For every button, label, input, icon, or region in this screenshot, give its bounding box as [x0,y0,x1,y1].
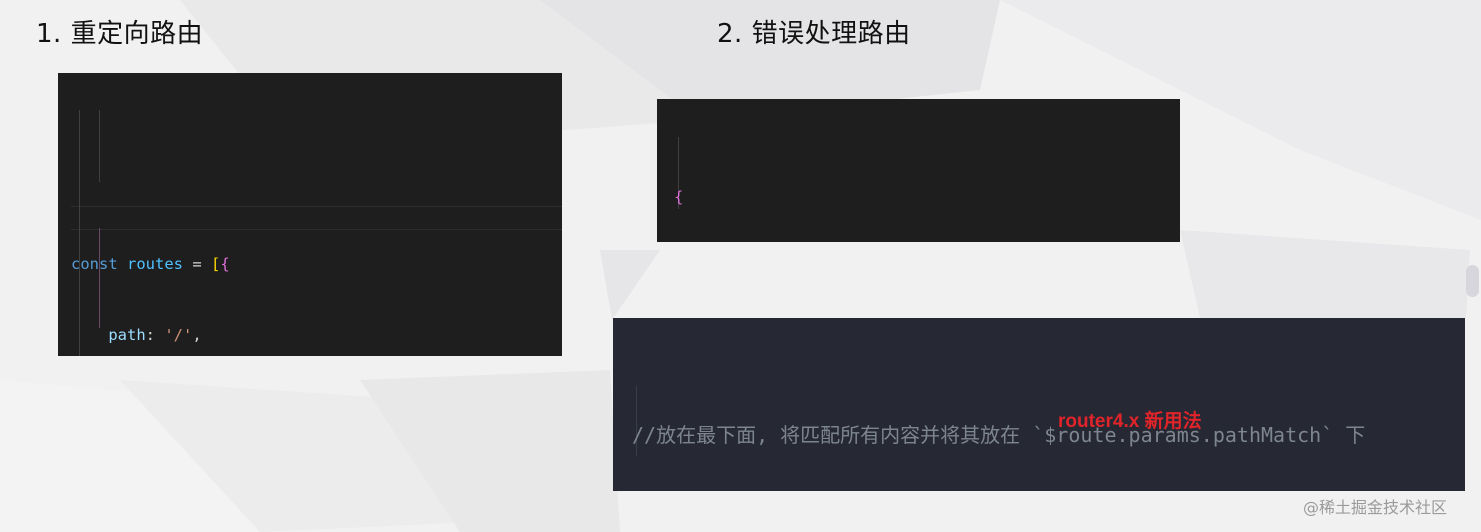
watermark: @稀土掘金技术社区 [1303,498,1448,517]
code-block-redirect-routes: const routes = [{ path: '/', redirect: '… [58,73,562,356]
indent-guide [79,110,80,356]
indent-guide [99,110,100,182]
indent-guide-active [99,228,100,328]
indent-guide [678,137,679,209]
indent-guide [636,386,637,456]
scrollbar-thumb[interactable] [1466,265,1479,297]
section-heading-redirect: 1. 重定向路由 [36,19,204,49]
code-line: path: '/', [108,325,202,344]
code-comment: //放在最下面, 将匹配所有内容并将其放在 `$route.params.pat… [632,422,1366,447]
current-line-highlight [71,206,562,230]
code-line: { [674,188,684,206]
code-line: const routes = [{ [71,254,230,273]
code-block-router4-catch-all: //放在最下面, 将匹配所有内容并将其放在 `$route.params.pat… [613,318,1465,491]
router4-note-label: router4.x 新用法 [1058,411,1202,432]
section-heading-error-handling: 2. 错误处理路由 [717,19,911,49]
code-block-error-route: { path: '*', hidden: false, component: (… [657,99,1180,242]
